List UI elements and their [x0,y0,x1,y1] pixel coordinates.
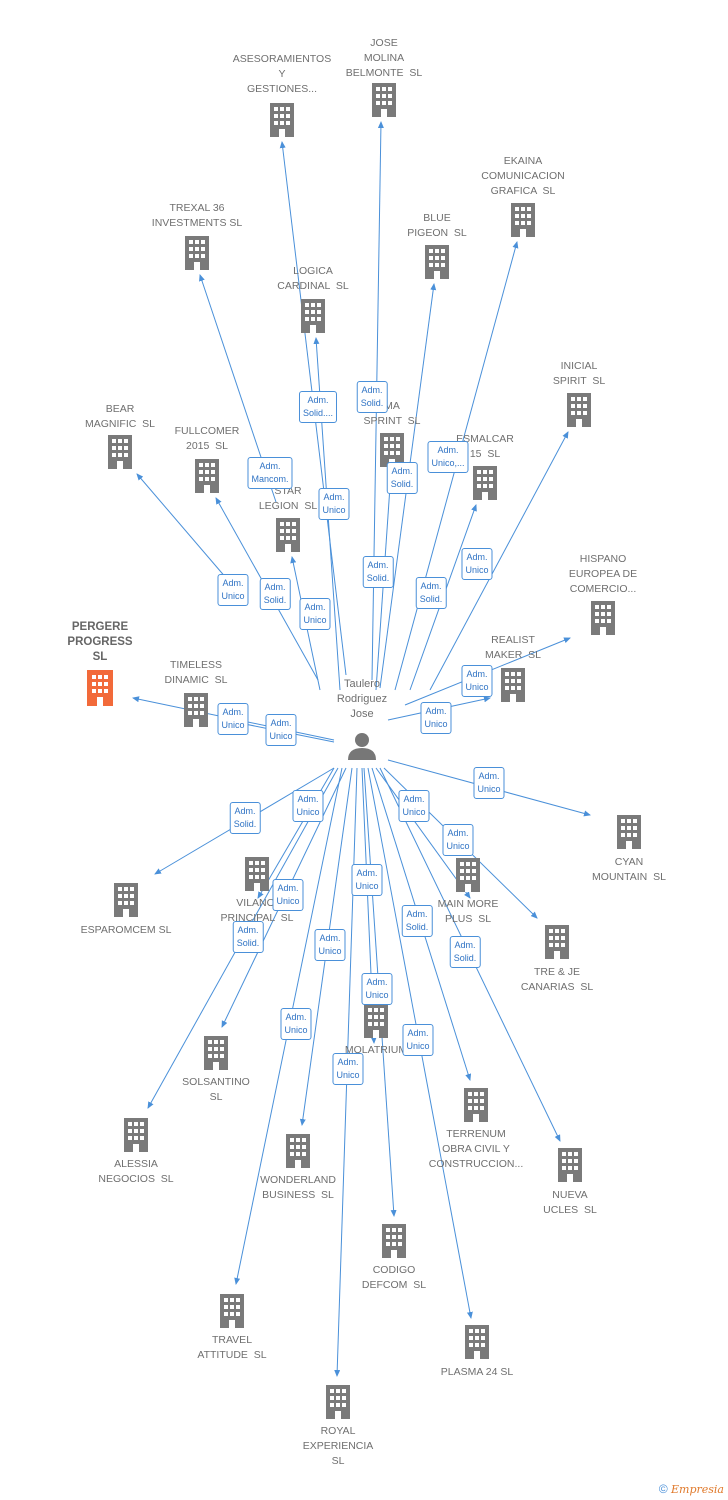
building-icon-timeless[interactable] [184,693,208,727]
building-icon-cyan[interactable] [617,815,641,849]
role-badge-1[interactable]: Adm. Solid. [356,381,388,413]
role-badge-28[interactable]: Adm. Unico [280,1008,312,1040]
role-badge-0[interactable]: Adm. Solid.... [298,391,338,423]
building-icon-codigo[interactable] [382,1224,406,1258]
building-icon-royal[interactable] [326,1385,350,1419]
role-badge-5[interactable]: Adm. Solid. [386,462,418,494]
building-icon-terrenum[interactable] [464,1088,488,1122]
brand-logo[interactable]: Empresia [671,1483,724,1496]
building-icon-tre-je[interactable] [545,925,569,959]
role-badge-10[interactable]: Adm. Solid. [415,577,447,609]
copyright-icon: © [658,1482,668,1496]
building-icon-asesoramientos[interactable] [270,103,294,137]
role-badge-2[interactable]: Adm. Mancom. [247,457,293,489]
role-badge-3[interactable]: Adm. Unico [318,488,350,520]
building-icon-ekaina[interactable] [511,203,535,237]
role-badge-27[interactable]: Adm. Unico [361,973,393,1005]
building-icon-bear[interactable] [108,435,132,469]
building-icon-wonderland[interactable] [286,1134,310,1168]
building-icon-vilanoi[interactable] [245,857,269,891]
building-icon-main-more[interactable] [456,858,480,892]
building-icon-nueva-ucles[interactable] [558,1148,582,1182]
role-badge-7[interactable]: Adm. Solid. [259,578,291,610]
role-badge-25[interactable]: Adm. Solid. [401,905,433,937]
edge-19 [375,767,471,899]
building-icon-jose-molina[interactable] [372,83,396,117]
role-badge-11[interactable]: Adm. Unico [461,548,493,580]
role-badge-16[interactable]: Adm. Unico [473,767,505,799]
role-badge-24[interactable]: Adm. Unico [314,929,346,961]
role-badge-8[interactable]: Adm. Unico [299,598,331,630]
building-icon-trexal[interactable] [185,236,209,270]
role-badge-15[interactable]: Adm. Unico [265,714,297,746]
role-badge-6[interactable]: Adm. Unico [217,574,249,606]
footer: © Empresia [659,1482,724,1496]
role-badge-18[interactable]: Adm. Unico [292,790,324,822]
role-badge-22[interactable]: Adm. Unico [351,864,383,896]
role-badge-19[interactable]: Adm. Unico [398,790,430,822]
building-icon-blue-pigeon[interactable] [425,245,449,279]
building-icon-esmalcar[interactable] [473,466,497,500]
role-badge-17[interactable]: Adm. Solid. [229,802,261,834]
building-icon-logica[interactable] [301,299,325,333]
building-icon-solsantino[interactable] [204,1036,228,1070]
building-icon-travel[interactable] [220,1294,244,1328]
building-icon-plasma[interactable] [465,1325,489,1359]
role-badge-13[interactable]: Adm. Unico [420,702,452,734]
building-icon-inicial[interactable] [567,393,591,427]
role-badge-20[interactable]: Adm. Unico [442,824,474,856]
building-icon-alessia[interactable] [124,1118,148,1152]
role-badge-21[interactable]: Adm. Unico [272,879,304,911]
center-person-label[interactable]: Taulero Rodriguez Jose [336,678,388,720]
role-badge-4[interactable]: Adm. Unico,... [427,441,469,473]
building-icon-esparomcem[interactable] [114,883,138,917]
building-icon-fullcomer[interactable] [195,459,219,493]
edge-6 [429,431,569,691]
role-badge-12[interactable]: Adm. Unico [461,665,493,697]
role-badge-26[interactable]: Adm. Solid. [449,936,481,968]
role-badge-9[interactable]: Adm. Solid. [362,556,394,588]
edge-18 [257,767,335,899]
role-badge-23[interactable]: Adm. Solid. [232,921,264,953]
building-icon-hispano[interactable] [591,601,615,635]
building-icon-molatrium[interactable] [364,1004,388,1038]
building-icon-pergere[interactable] [87,670,113,706]
role-badge-29[interactable]: Adm. Unico [402,1024,434,1056]
building-icon-star-legion[interactable] [276,518,300,552]
role-badge-30[interactable]: Adm. Unico [332,1053,364,1085]
person-icon [348,733,376,760]
role-badge-14[interactable]: Adm. Unico [217,703,249,735]
building-icon-realist[interactable] [501,668,525,702]
